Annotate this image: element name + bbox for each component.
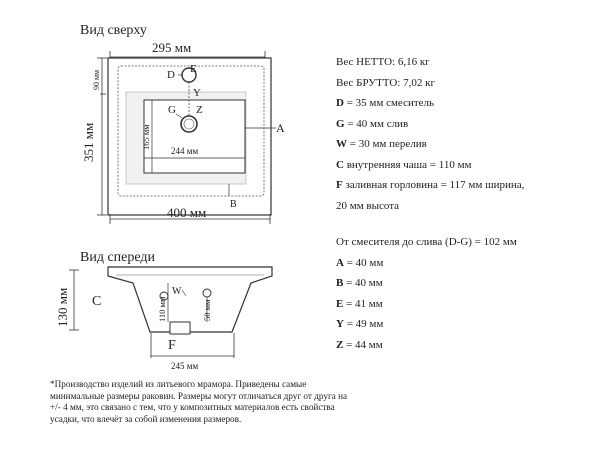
- spec-row: От смесителя до слива (D-G) = 102 мм: [336, 232, 517, 253]
- spec-row: W = 30 мм перелив: [336, 134, 524, 155]
- spec-key: A: [336, 256, 344, 269]
- label-f: F: [168, 338, 176, 353]
- basin-rim: [117, 65, 265, 197]
- drain-inner: [183, 118, 195, 130]
- dim-130-label: 130 мм: [55, 288, 70, 327]
- spec-row: C внутренняя чаша = 110 мм: [336, 155, 524, 176]
- spec-row: Z = 44 мм: [336, 335, 517, 356]
- spec-row: E = 41 мм: [336, 294, 517, 315]
- spec-text: = 40 мм слив: [344, 117, 409, 130]
- dim-50-label: 50 мм: [202, 299, 212, 321]
- label-e: E: [190, 63, 197, 75]
- spec-text: 20 мм высота: [336, 199, 400, 212]
- dim-line-244: [143, 154, 246, 162]
- spec-text: = 40 мм: [343, 277, 383, 289]
- label-a: A: [276, 121, 285, 135]
- spec-text: = 40 мм: [343, 256, 384, 269]
- spec-text: От смесителя до слива (D-G) = 102 мм: [336, 236, 517, 248]
- spec-key: G: [336, 117, 345, 130]
- spec-text: заливная горловина = 117 мм ширина,: [342, 179, 525, 191]
- spec-row: Y = 49 мм: [336, 314, 517, 335]
- basin-front-shape: [107, 266, 273, 333]
- spec-key: B: [336, 277, 344, 289]
- g-leader: [175, 113, 183, 119]
- spec-row: F заливная горловина = 117 мм ширина,: [336, 175, 524, 196]
- dim-245-label: 245 мм: [171, 361, 198, 371]
- spec-text: Вес БРУТТО: 7,02 кг: [336, 76, 435, 89]
- spec-key: Y: [336, 318, 344, 330]
- dim-165-label: 165 мм: [141, 124, 151, 150]
- spec-row: Вес НЕТТО: 6,16 кг: [336, 52, 524, 73]
- spec-text: внутренняя чаша = 110 мм: [343, 158, 472, 171]
- label-c: C: [92, 294, 101, 309]
- spec-row: B = 40 мм: [336, 273, 517, 294]
- spec-text: = 49 мм: [343, 318, 384, 330]
- drain-neck: [169, 321, 191, 335]
- dim-line-351: [97, 57, 107, 216]
- dim-400-label: 400 мм: [167, 205, 206, 220]
- drain-hole: [180, 115, 198, 133]
- basin-bowl: [143, 99, 246, 174]
- dim-244-label: 244 мм: [171, 146, 198, 156]
- spec-text: Вес НЕТТО: 6,16 кг: [336, 56, 430, 68]
- spec-row: G = 40 мм слив: [336, 114, 524, 135]
- dim-351-label: 351 мм: [81, 123, 96, 162]
- dim-110-label: 110 мм: [157, 296, 167, 322]
- label-w: W: [172, 286, 182, 297]
- dim-90-label: 90 мм: [92, 70, 101, 90]
- spec-text: = 35 мм смеситель: [343, 97, 435, 109]
- spec-row: Вес БРУТТО: 7,02 кг: [336, 73, 524, 94]
- specs-list-2: От смесителя до слива (D-G) = 102 мм A = …: [336, 232, 517, 355]
- spec-key: C: [336, 158, 344, 171]
- spec-key: Z: [336, 338, 344, 351]
- spec-key: W: [336, 138, 347, 150]
- spec-text: = 41 мм: [343, 297, 383, 310]
- top-view-title: Вид сверху: [80, 23, 147, 38]
- spec-row: A = 40 мм: [336, 253, 517, 274]
- dim-line-130: [69, 269, 79, 331]
- label-g: G: [168, 104, 176, 116]
- label-y: Y: [193, 87, 201, 99]
- footnote: *Производство изделий из литьевого мрамо…: [50, 379, 348, 424]
- spec-key: D: [336, 97, 344, 109]
- spec-text: = 44 мм: [343, 338, 383, 351]
- spec-row: 20 мм высота: [336, 196, 524, 217]
- front-view-title: Вид спереди: [80, 250, 156, 265]
- spec-key: F: [336, 179, 343, 191]
- label-z: Z: [196, 104, 203, 116]
- label-b: B: [230, 199, 237, 210]
- w-leader: [181, 289, 187, 297]
- dim-line-400: [109, 214, 271, 224]
- spec-row: D = 35 мм смеситель: [336, 93, 524, 114]
- dim-295-label: 295 мм: [152, 40, 191, 55]
- label-d: D: [167, 69, 175, 81]
- spec-key: E: [336, 297, 344, 310]
- faucet-hole-front: [202, 288, 212, 298]
- specs-list: Вес НЕТТО: 6,16 кг Вес БРУТТО: 7,02 кг D =…: [336, 52, 524, 216]
- spec-text: = 30 мм перелив: [347, 138, 427, 150]
- dim-line-245: [150, 333, 235, 358]
